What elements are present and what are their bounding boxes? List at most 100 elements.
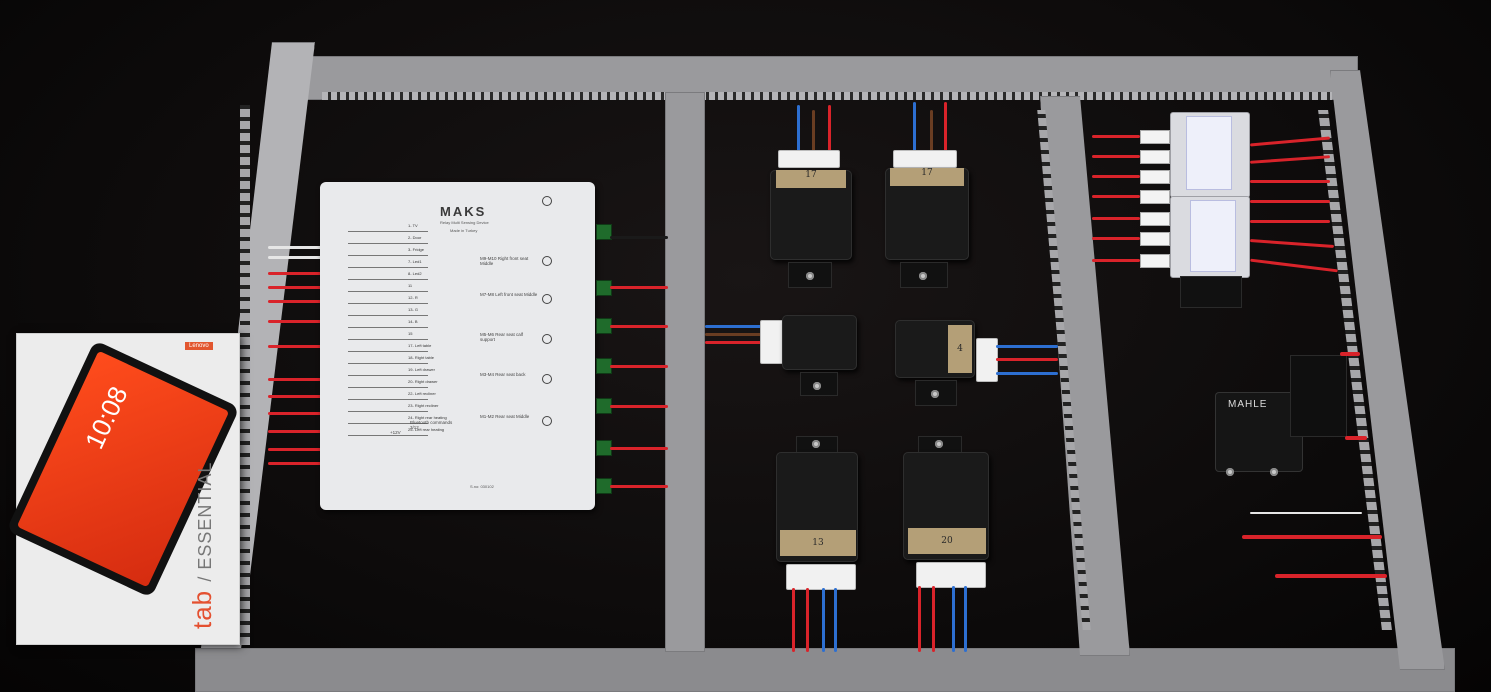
tablet-clock: 10:08	[78, 381, 134, 454]
wire	[1345, 436, 1367, 440]
fuse	[1140, 212, 1170, 226]
pin-row: 7- Led1	[348, 258, 428, 268]
wire	[705, 333, 763, 336]
sensor-label: M1-M2 Rear seat Middle	[480, 414, 530, 419]
wire	[268, 246, 323, 249]
wire	[610, 286, 668, 289]
wire	[996, 345, 1058, 348]
wire-connector	[786, 564, 856, 590]
terminal-plug	[596, 224, 612, 240]
wire	[268, 430, 323, 433]
fuse	[1140, 254, 1170, 268]
wire	[610, 405, 668, 408]
lenovo-logo: Lenovo	[185, 342, 213, 350]
connector-circle	[542, 374, 552, 384]
fuse	[1140, 170, 1170, 184]
wire	[812, 110, 815, 153]
relay-label: 20	[908, 528, 986, 554]
connector-circle	[542, 196, 552, 206]
wire	[1275, 574, 1387, 578]
wire	[944, 102, 947, 152]
pin-list: 1- TV 2- Door 3- Fridge 7- Led1 8- Led2 …	[348, 222, 447, 438]
product-series: ESSENTIAL	[195, 461, 215, 570]
fuse	[1140, 130, 1170, 144]
maks-brand: MAKS	[440, 204, 487, 219]
wire	[1092, 175, 1140, 178]
wire	[996, 372, 1058, 375]
wire	[822, 588, 825, 652]
sensor-label: M7-M8 Left front seat Middle	[480, 292, 538, 297]
maks-made-in: Made in Turkey	[450, 228, 478, 233]
sensor-label: M5-M6 Rear seat calf support	[480, 332, 524, 342]
tray-frame-bottom	[195, 648, 1455, 692]
wire	[913, 102, 916, 152]
mahle-bracket	[1290, 355, 1347, 437]
relay-label: 17	[776, 170, 846, 188]
wire	[797, 105, 800, 153]
wire	[268, 378, 323, 381]
wire	[1092, 135, 1140, 138]
screw	[919, 272, 927, 280]
wire	[1250, 200, 1330, 203]
pin-row: 3- Fridge	[348, 246, 428, 256]
wire	[1092, 217, 1140, 220]
wire	[1092, 195, 1140, 198]
connector-circle	[542, 256, 552, 266]
connector-circle	[542, 294, 552, 304]
wire	[610, 365, 668, 368]
wire	[268, 256, 323, 259]
fuse	[1140, 150, 1170, 164]
pin-row: 14- B	[348, 318, 428, 328]
pin-row: 19- Left drawer	[348, 366, 435, 376]
pin-row: 18- Right table	[348, 354, 434, 364]
fuse	[1140, 232, 1170, 246]
relay-label: 17	[890, 168, 964, 186]
wire	[1250, 180, 1330, 183]
screw	[935, 440, 943, 448]
wire-connector	[976, 338, 998, 382]
wire	[705, 325, 763, 328]
fuse	[1140, 190, 1170, 204]
screw	[812, 440, 820, 448]
tray-vent-slots-top	[322, 92, 1332, 100]
tray-vent-slots-left	[240, 105, 250, 645]
pin-row: 25- Left rear heating	[348, 426, 444, 436]
product-name: tab / ESSENTIAL	[187, 461, 217, 629]
pin-row: 8- Led2	[348, 270, 428, 280]
wire	[828, 105, 831, 153]
fuse-bracket	[1180, 276, 1242, 308]
pin-row: 13- G	[348, 306, 428, 316]
wire	[918, 586, 921, 652]
wire	[268, 462, 323, 465]
pin-row: 2- Door	[348, 234, 428, 244]
mahle-relay: MAHLE	[1215, 392, 1303, 472]
tray-divider-1	[665, 92, 705, 652]
wire	[268, 448, 323, 451]
wire	[1092, 237, 1140, 240]
wire	[834, 588, 837, 652]
pin-row: 1- TV	[348, 222, 428, 232]
wire	[1250, 512, 1362, 514]
voltage-label: +12V	[390, 430, 401, 435]
maks-controller-box: MAKS Relay Multi Sensing Device Made in …	[320, 182, 595, 510]
sensor-label: M9-M10 Right front seat Middle	[480, 256, 529, 266]
wire	[268, 286, 323, 289]
pin-row: 11	[348, 282, 428, 292]
wire	[268, 412, 323, 415]
screw	[806, 272, 814, 280]
serial-number: S.no: 030102	[470, 484, 494, 489]
wire-connector	[778, 150, 840, 168]
wire-connector	[916, 562, 986, 588]
wire	[996, 358, 1058, 361]
screw	[931, 390, 939, 398]
wire	[610, 325, 668, 328]
fuse-note	[1190, 200, 1236, 272]
bluetooth-label: Bluetooth commands 3/12	[410, 420, 453, 430]
wire	[952, 586, 955, 652]
sensor-label: M3-M4 Rear seat back	[480, 372, 526, 377]
wire	[1340, 352, 1360, 356]
relay-mid-left	[782, 315, 857, 370]
wire	[932, 586, 935, 652]
wire	[268, 345, 323, 348]
pin-row: 23- Right recliner	[348, 402, 438, 412]
